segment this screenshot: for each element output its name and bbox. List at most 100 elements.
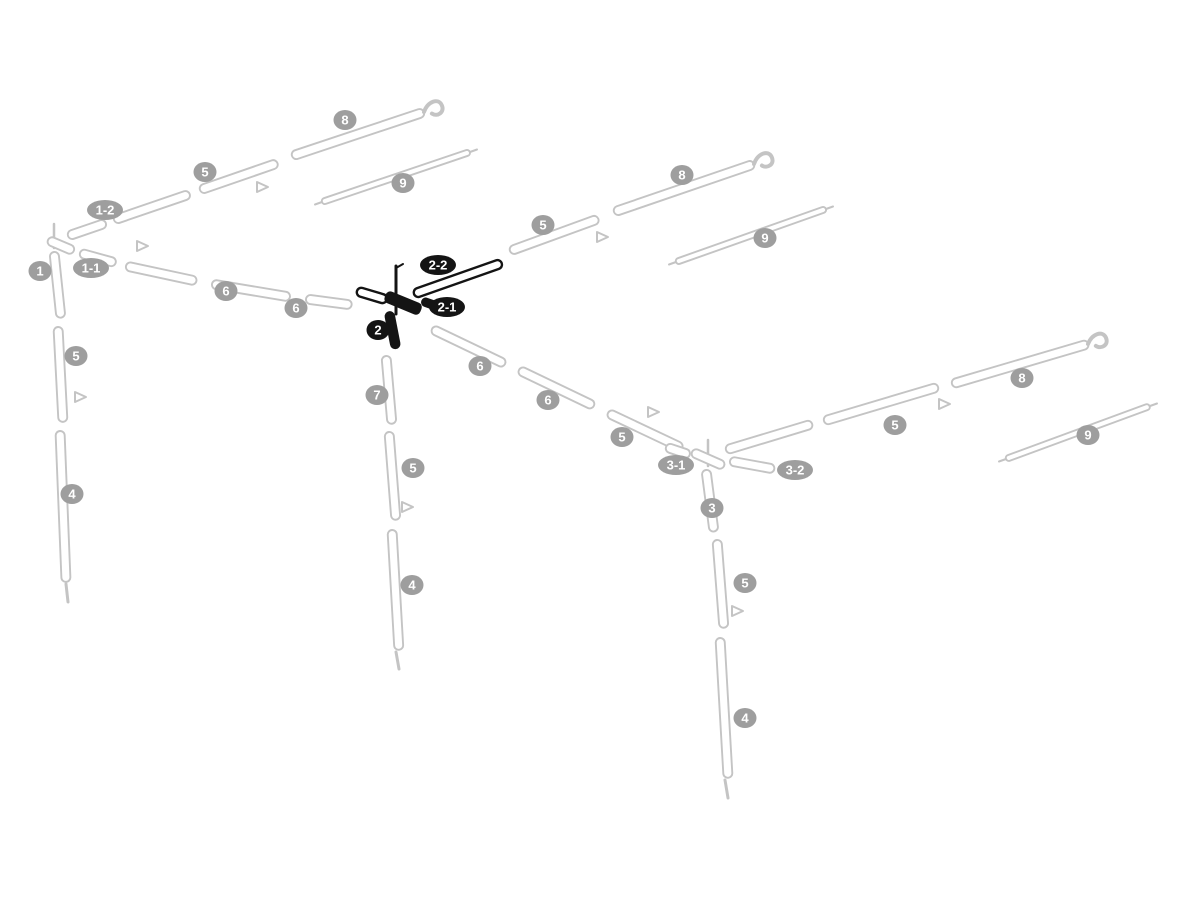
badge-9-right-roof: 9 <box>1076 425 1100 445</box>
spreader-tip <box>668 261 677 266</box>
svg-text:4: 4 <box>68 487 76 502</box>
svg-text:3-2: 3-2 <box>786 463 805 478</box>
center-leg-segment-5 <box>383 431 402 521</box>
spreader-tip <box>825 205 834 210</box>
hook-icon <box>752 151 775 169</box>
badge-1: 1 <box>28 261 52 281</box>
left-roof-segment-8 <box>290 108 426 161</box>
badge-1-2: 1-2 <box>87 200 123 220</box>
svg-text:5: 5 <box>201 165 208 180</box>
badge-6-right-beam-1: 6 <box>468 356 492 376</box>
badge-4-left-leg: 4 <box>60 484 84 504</box>
corner-3-assembly <box>664 438 776 533</box>
hook-icon <box>422 99 445 117</box>
clamp-lever-icon <box>596 231 609 243</box>
clamp-lever-icon <box>74 391 87 403</box>
badge-4-right-leg: 4 <box>733 708 757 728</box>
clamp-lever-icon <box>136 240 149 252</box>
badge-5-right-roof: 5 <box>883 415 907 435</box>
svg-text:5: 5 <box>409 461 416 476</box>
center-roof-segment-5 <box>508 214 600 255</box>
badge-5-right-beam: 5 <box>610 427 634 447</box>
svg-text:9: 9 <box>1084 428 1091 443</box>
svg-text:5: 5 <box>891 418 898 433</box>
svg-text:5: 5 <box>741 576 748 591</box>
corner-2-bracket-body <box>384 291 422 315</box>
left-leg-spike-tip <box>64 582 70 604</box>
left-roof-segment-5b <box>198 159 279 194</box>
svg-text:6: 6 <box>476 359 483 374</box>
center-leg <box>380 355 414 671</box>
badge-8-left-roof: 8 <box>333 110 357 130</box>
svg-text:1-1: 1-1 <box>82 261 101 276</box>
svg-text:2-1: 2-1 <box>438 300 457 315</box>
clamp-lever-icon <box>731 605 744 617</box>
right-leg-spike-tip <box>723 778 730 800</box>
clamp-lever-icon <box>647 406 660 418</box>
badge-5-left-roof: 5 <box>193 162 217 182</box>
clamp-lever-icon <box>401 501 414 513</box>
badge-5-right-leg: 5 <box>733 573 757 593</box>
left-leg-segment-4 <box>54 430 72 583</box>
svg-text:2: 2 <box>374 323 381 338</box>
corner-1-assembly <box>46 219 117 319</box>
svg-text:9: 9 <box>761 231 768 246</box>
part-number-badges: 1-2 1 1-1 5 4 5 8 9 6 6 2-2 2-1 2 7 5 4 … <box>28 110 1100 728</box>
svg-text:9: 9 <box>399 176 406 191</box>
left-beam-segment-6a <box>124 261 198 286</box>
badge-5-center-leg: 5 <box>401 458 425 478</box>
corner-1-bracket <box>46 236 76 255</box>
badge-3-1: 3-1 <box>658 455 694 475</box>
badge-2: 2 <box>366 320 390 340</box>
corner-2-pin-tick <box>395 263 404 269</box>
badge-2-1: 2-1 <box>429 297 465 317</box>
center-roof-pole <box>508 151 834 266</box>
badge-4-center-leg: 4 <box>400 575 424 595</box>
badge-6-left-beam-2: 6 <box>284 298 308 318</box>
svg-text:8: 8 <box>341 113 348 128</box>
right-roof-segment-5 <box>822 382 940 426</box>
badge-7-center-leg: 7 <box>365 385 389 405</box>
svg-text:4: 4 <box>408 578 416 593</box>
svg-text:6: 6 <box>292 301 299 316</box>
clamp-lever-icon <box>938 398 951 410</box>
badge-6-left-beam-1: 6 <box>214 281 238 301</box>
right-leg <box>711 539 744 800</box>
svg-text:3: 3 <box>708 501 715 516</box>
center-spreader-rod-9 <box>674 205 828 265</box>
svg-text:5: 5 <box>539 218 546 233</box>
svg-text:4: 4 <box>741 711 749 726</box>
corner-3-bracket <box>690 448 726 470</box>
spreader-tip <box>314 201 323 206</box>
svg-text:6: 6 <box>544 393 551 408</box>
right-roof-segment-a <box>724 419 814 455</box>
corner-1-leg-top-segment <box>49 251 66 319</box>
badge-9-center-roof: 9 <box>753 228 777 248</box>
svg-text:8: 8 <box>1018 371 1025 386</box>
badge-2-2: 2-2 <box>420 255 456 275</box>
svg-text:5: 5 <box>72 349 79 364</box>
left-leg <box>52 326 87 604</box>
right-roof-pole <box>724 331 1158 463</box>
right-beam-segment-6a <box>430 325 507 368</box>
badge-5-center-roof: 5 <box>531 215 555 235</box>
right-leg-segment-5 <box>711 539 730 629</box>
badge-1-1: 1-1 <box>73 258 109 278</box>
svg-text:6: 6 <box>222 284 229 299</box>
badge-3: 3 <box>700 498 724 518</box>
center-leg-segment-4 <box>386 529 405 651</box>
hook-icon <box>1086 331 1109 350</box>
spreader-tip <box>469 148 478 153</box>
svg-text:5: 5 <box>618 430 625 445</box>
svg-text:3-1: 3-1 <box>667 458 686 473</box>
left-beam-segment-end <box>305 294 353 310</box>
badge-6-right-beam-2: 6 <box>536 390 560 410</box>
right-leg-segment-4 <box>714 637 734 779</box>
part-3-2-connector <box>728 456 776 474</box>
badge-3-2: 3-2 <box>777 460 813 480</box>
left-roof-segment-5a <box>112 190 191 224</box>
left-roof-pole <box>112 99 478 224</box>
part-2-2-roof-piece <box>412 258 504 299</box>
badge-5-left-leg: 5 <box>64 346 88 366</box>
